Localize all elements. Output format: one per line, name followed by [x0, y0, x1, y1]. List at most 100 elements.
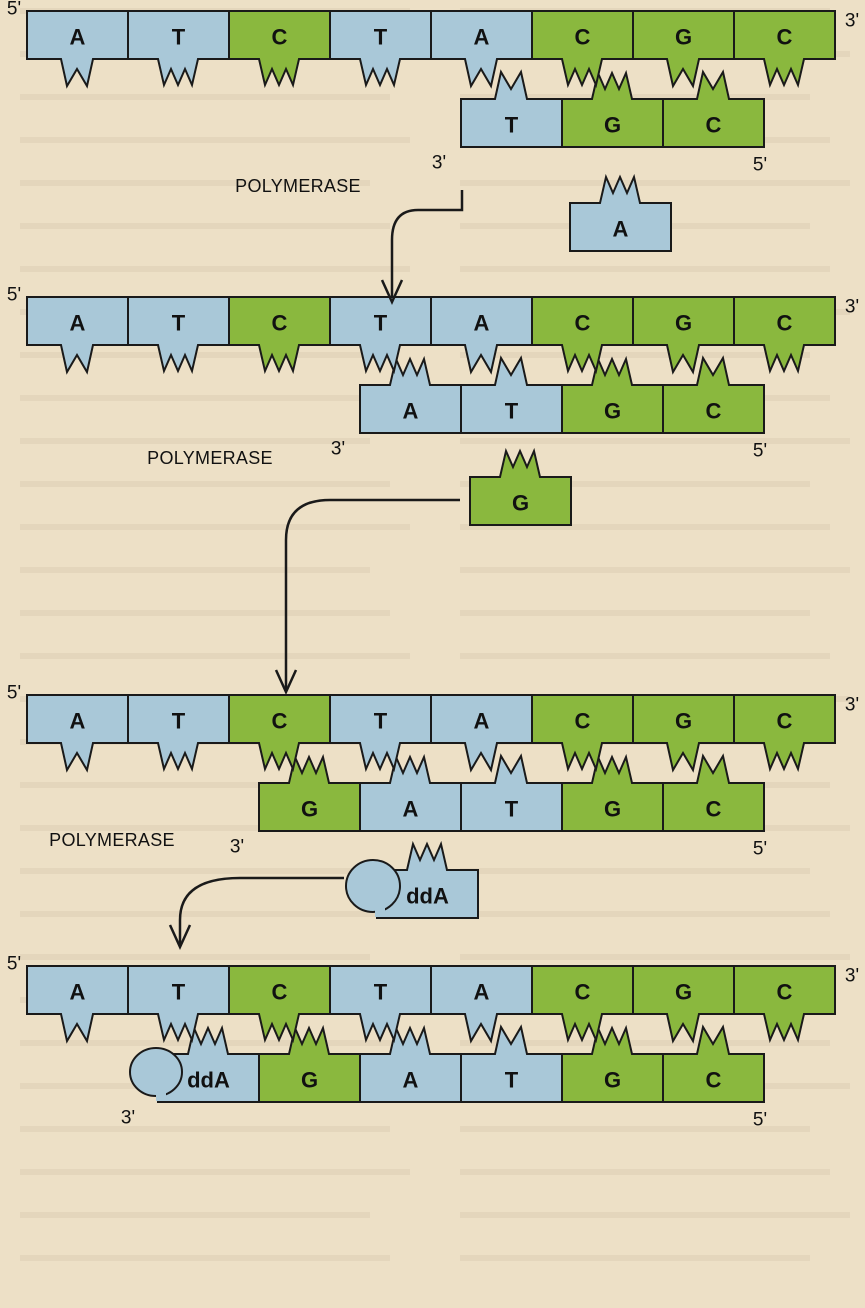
- primer-label: G: [301, 797, 318, 822]
- primer-label: C: [706, 113, 722, 138]
- primer-five-prime-label: 5': [753, 839, 767, 860]
- primer-label: G: [604, 399, 621, 424]
- template-base-c: [733, 965, 836, 1044]
- template-label: C: [777, 980, 793, 1005]
- template-label: C: [777, 709, 793, 734]
- polymerase-arrow-1: [380, 190, 464, 306]
- polymerase-label: POLYMERASE: [235, 176, 361, 196]
- primer-label: T: [505, 797, 519, 822]
- template-label: A: [474, 709, 490, 734]
- primer-three-prime-label: 3': [121, 1108, 135, 1129]
- template-label: G: [675, 25, 692, 50]
- template-label: A: [70, 311, 86, 336]
- primer-three-prime-label: 3': [230, 837, 244, 858]
- template-label: T: [172, 25, 186, 50]
- primer-five-prime-label: 5': [753, 1110, 767, 1131]
- primer-label: T: [505, 113, 519, 138]
- stage-2: A T G C A T C T A C G C 5' 3' 3' 5': [7, 285, 859, 462]
- template-label: T: [374, 311, 388, 336]
- polymerase-arrow-3: [168, 876, 344, 951]
- template-label: C: [575, 709, 591, 734]
- primer-five-prime-label: 5': [753, 155, 767, 176]
- five-prime-label: 5': [7, 954, 21, 975]
- primer-base-c: [662, 69, 765, 148]
- stage-3: G A T G C A T C T A C G C 5' 3' 3' 5': [7, 683, 859, 860]
- template-base-c: [733, 10, 836, 89]
- incoming-nucleotide-label: G: [512, 491, 529, 516]
- five-prime-label: 5': [7, 683, 21, 704]
- primer-strand: ddA G A T G C: [129, 1024, 765, 1103]
- incoming-nucleotide-label: A: [613, 217, 629, 242]
- template-label: C: [575, 980, 591, 1005]
- polymerase-label: POLYMERASE: [147, 448, 273, 468]
- incoming-nucleotide-label: ddA: [406, 884, 449, 909]
- template-label: C: [272, 25, 288, 50]
- ddA-cap-join: [156, 1055, 166, 1101]
- template-label: T: [172, 311, 186, 336]
- template-label: C: [272, 709, 288, 734]
- template-label: T: [172, 980, 186, 1005]
- template-label: C: [272, 311, 288, 336]
- incoming-nucleotide-dda: ddA: [345, 840, 479, 919]
- template-label: C: [575, 311, 591, 336]
- template-label: A: [70, 709, 86, 734]
- polymerase-label: POLYMERASE: [49, 830, 175, 850]
- template-base-c: [733, 694, 836, 773]
- template-label: T: [374, 709, 388, 734]
- stage-1: T G C A T C T A C G C 5' 3' 3' 5': [7, 0, 859, 176]
- primer-label: C: [706, 1068, 722, 1093]
- polymerase-arrow-2: [274, 498, 460, 696]
- three-prime-label: 3': [845, 695, 859, 716]
- primer-label: C: [706, 797, 722, 822]
- template-label: G: [675, 311, 692, 336]
- template-label: C: [777, 25, 793, 50]
- primer-label: G: [604, 113, 621, 138]
- three-prime-label: 3': [845, 297, 859, 318]
- five-prime-label: 5': [7, 0, 21, 20]
- primer-label: C: [706, 399, 722, 424]
- primer-five-prime-label: 5': [753, 441, 767, 462]
- primer-label: A: [403, 797, 419, 822]
- primer-label: A: [403, 1068, 419, 1093]
- template-label: C: [575, 25, 591, 50]
- template-label: C: [272, 980, 288, 1005]
- primer-base-c: [662, 355, 765, 434]
- primer-label: G: [604, 1068, 621, 1093]
- template-label: A: [70, 25, 86, 50]
- three-prime-label: 3': [845, 966, 859, 987]
- template-label: A: [474, 311, 490, 336]
- incoming-nucleotide-a: A: [569, 173, 672, 252]
- template-label: G: [675, 709, 692, 734]
- five-prime-label: 5': [7, 285, 21, 306]
- template-label: A: [474, 25, 490, 50]
- primer-label: G: [301, 1068, 318, 1093]
- primer-base-c: [662, 1024, 765, 1103]
- primer-three-prime-label: 3': [432, 153, 446, 174]
- incoming-nucleotide-g: G: [469, 447, 572, 526]
- template-label: T: [172, 709, 186, 734]
- primer-label: T: [505, 399, 519, 424]
- primer-three-prime-label: 3': [331, 439, 345, 460]
- primer-label: T: [505, 1068, 519, 1093]
- template-label: T: [374, 980, 388, 1005]
- template-label: C: [777, 311, 793, 336]
- template-label: A: [474, 980, 490, 1005]
- primer-base-c: [662, 753, 765, 832]
- primer-label: G: [604, 797, 621, 822]
- template-label: T: [374, 25, 388, 50]
- primer-label: A: [403, 399, 419, 424]
- template-base-c: [733, 296, 836, 375]
- template-label: A: [70, 980, 86, 1005]
- three-prime-label: 3': [845, 11, 859, 32]
- ddA-label: ddA: [187, 1068, 230, 1093]
